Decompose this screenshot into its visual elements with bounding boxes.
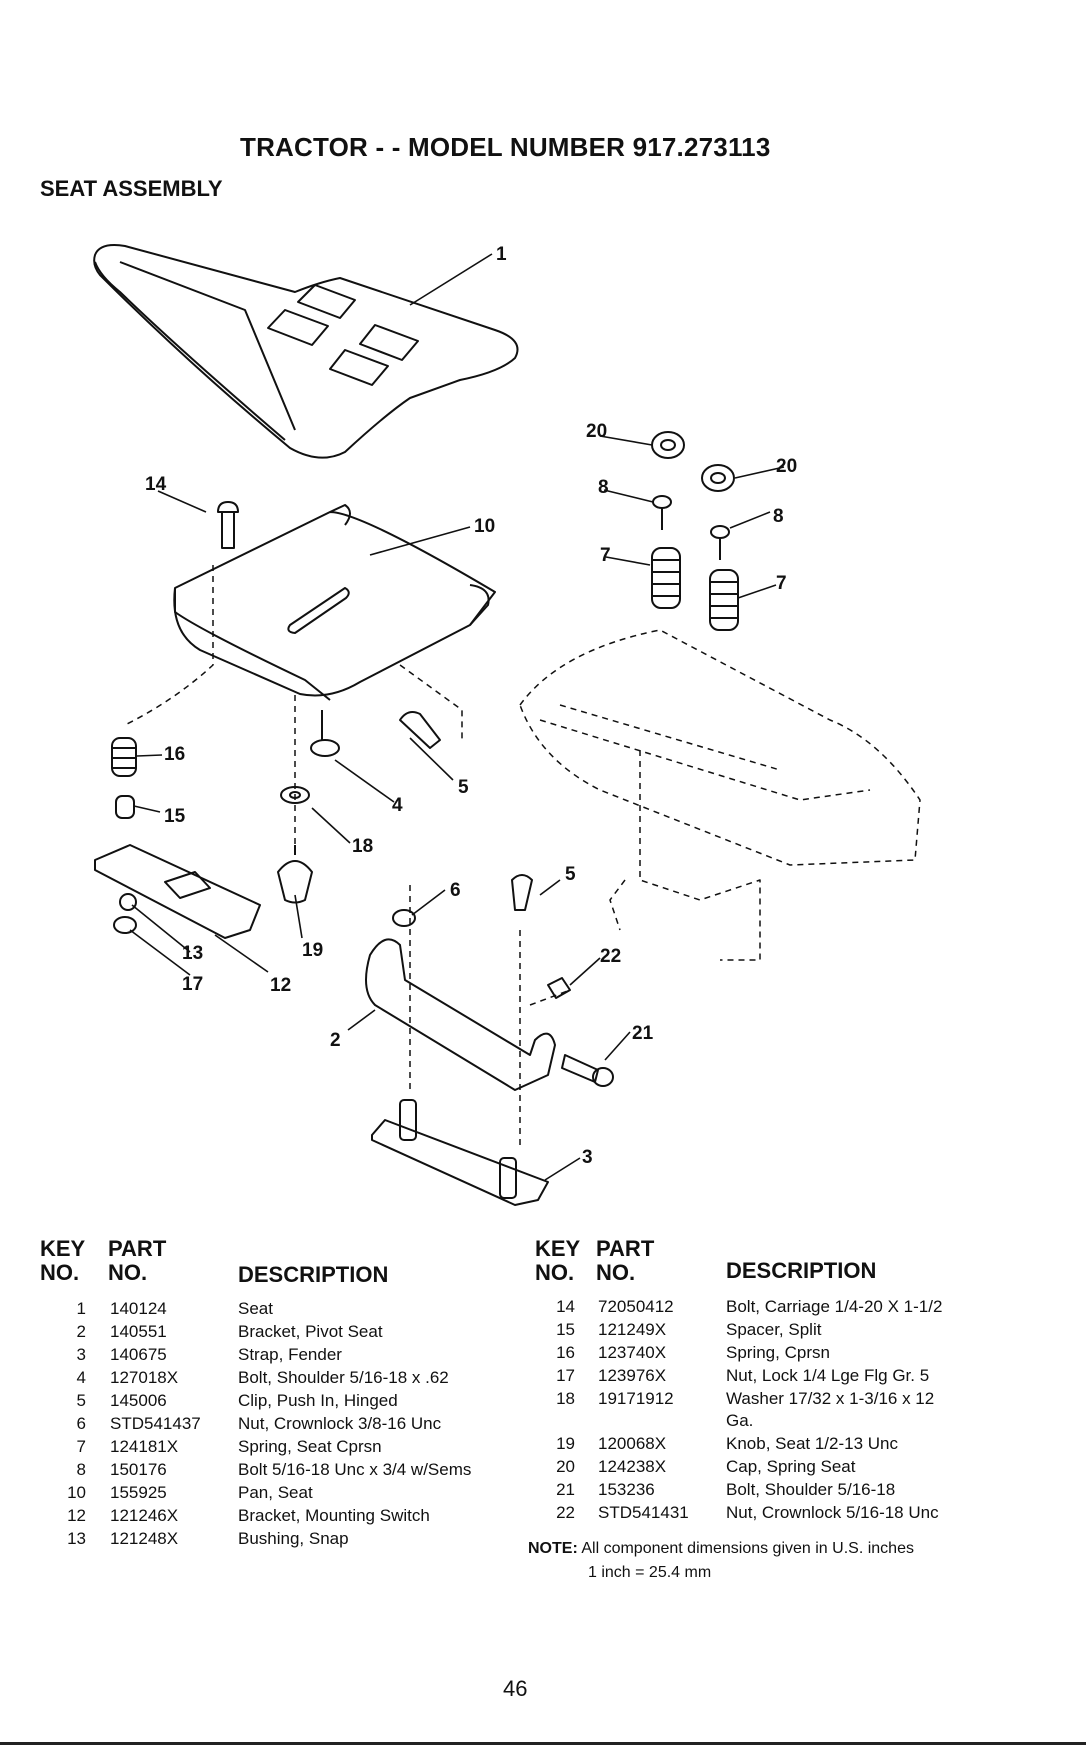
callout-12: 12 (270, 975, 291, 996)
callout-20b: 20 (776, 456, 797, 477)
bottom-rule (0, 1742, 1086, 1745)
callout-6: 6 (450, 880, 461, 901)
callout-22: 22 (600, 946, 621, 967)
part-header-2: NO. (108, 1260, 148, 1285)
note-label: NOTE: (528, 1540, 578, 1557)
description-header: DESCRIPTION (238, 1262, 389, 1287)
callout-7b: 7 (776, 573, 787, 594)
page-title: TRACTOR - - MODEL NUMBER 917.273113 (240, 132, 771, 162)
callout-8b: 8 (773, 506, 784, 527)
callout-19: 19 (302, 940, 323, 961)
callout-8a: 8 (598, 477, 609, 498)
note-conversion: 1 inch = 25.4 mm (588, 1564, 712, 1581)
part-header: PART (108, 1236, 167, 1261)
seat-pan-part (173, 504, 496, 701)
callout-2: 2 (330, 1030, 341, 1051)
seat-spring-part (651, 547, 739, 631)
callout-20a: 20 (586, 421, 607, 442)
description-header: DESCRIPTION (726, 1258, 877, 1283)
pivot-bracket-part (365, 909, 614, 1091)
knob-washer-part (277, 711, 533, 911)
callout-labels: 1 2 3 4 5 5 6 7 7 8 8 10 12 13 14 15 16 … (145, 244, 797, 1168)
part-header-2: NO. (596, 1260, 636, 1285)
callout-3: 3 (582, 1147, 593, 1168)
callout-21: 21 (632, 1023, 654, 1044)
key-header: KEY (535, 1236, 581, 1261)
note: NOTE: All component dimensions given in … (528, 1540, 914, 1558)
callout-15: 15 (164, 806, 186, 827)
note-text: All component dimensions given in U.S. i… (581, 1540, 914, 1557)
fender-outline (124, 565, 921, 1145)
callout-13: 13 (182, 943, 203, 964)
fender-strap-part (371, 1099, 549, 1206)
key-header: KEY (40, 1236, 86, 1261)
callout-5a: 5 (458, 777, 469, 798)
page-number: 46 (503, 1676, 528, 1701)
spring-seat-cap-part (651, 431, 735, 492)
callout-18: 18 (352, 836, 373, 857)
key-header-2: NO. (535, 1260, 575, 1285)
left-table-header: KEY NO. PART NO. DESCRIPTION (40, 1237, 520, 1289)
part-header: PART (596, 1236, 655, 1261)
key-header-2: NO. (40, 1260, 80, 1285)
seat-assembly-diagram: 1 2 3 4 5 5 6 7 7 8 8 10 12 13 14 15 16 … (93, 244, 921, 1206)
callout-17: 17 (182, 974, 203, 995)
callout-16: 16 (164, 744, 185, 765)
callout-10: 10 (474, 516, 495, 537)
callout-5b: 5 (565, 864, 576, 885)
right-table-header: KEY NO. PART NO. DESCRIPTION (535, 1237, 1015, 1289)
seat-part (93, 244, 519, 459)
switch-bracket-part (94, 737, 261, 939)
leader-lines (129, 253, 785, 1181)
callout-1: 1 (496, 244, 507, 265)
callout-4: 4 (392, 795, 403, 816)
section-title: SEAT ASSEMBLY (40, 176, 223, 201)
callout-14: 14 (145, 474, 167, 495)
callout-7a: 7 (600, 545, 611, 566)
